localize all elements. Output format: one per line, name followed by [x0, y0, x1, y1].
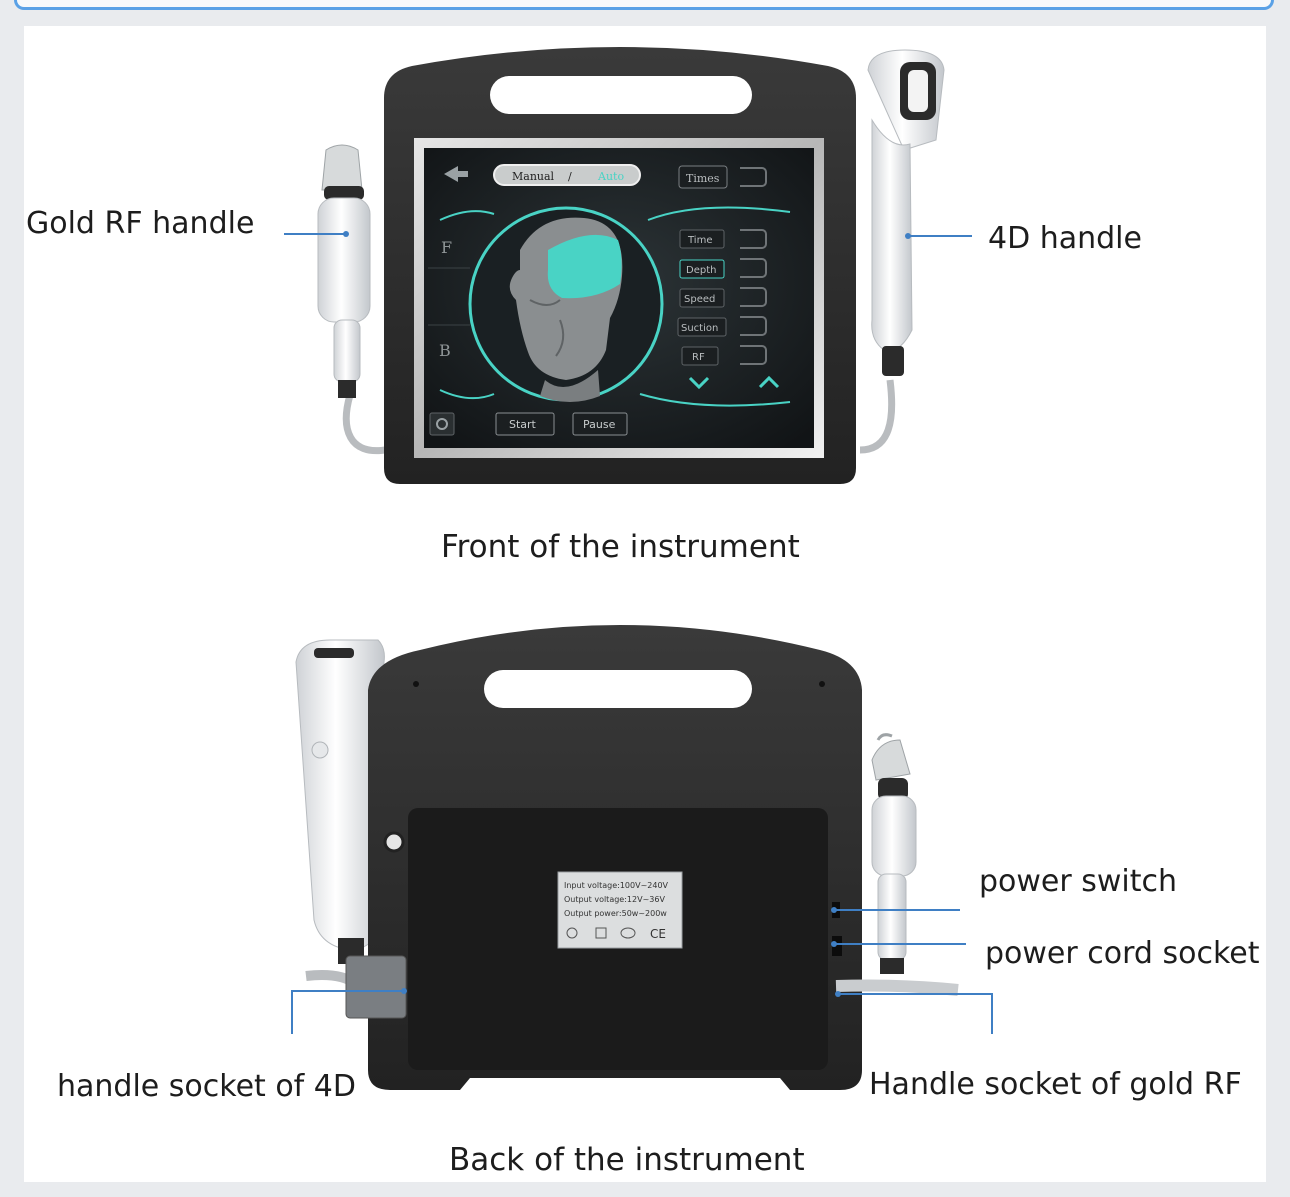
rating-plate — [557, 871, 683, 949]
4d-handle-label: 4D handle — [988, 221, 1142, 256]
param-suction-label: Suction — [681, 323, 718, 334]
gold-rf-socket-label: Handle socket of gold RF — [869, 1067, 1242, 1102]
rf-socket-callout-dot — [835, 991, 841, 997]
gold-rf-handle-label: Gold RF handle — [26, 206, 255, 241]
param-depth-label: Depth — [686, 265, 716, 276]
back-rf-handle — [871, 733, 917, 974]
4d-handle-cable — [859, 379, 896, 454]
mode-auto-label: Auto — [597, 170, 624, 183]
power-cord-socket-label: power cord socket — [985, 936, 1260, 971]
settings-button — [429, 412, 455, 436]
screen-ui: Manual / Auto Times F B — [428, 164, 791, 436]
param-time-label: Time — [687, 235, 712, 246]
rf-socket-connector — [835, 979, 959, 996]
back-knob — [383, 831, 405, 853]
gold-rf-callout-dot — [343, 231, 349, 237]
4d-socket-callout-line — [291, 990, 404, 1034]
4d-socket-connector — [345, 955, 407, 1019]
times-label: Times — [686, 172, 720, 185]
param-rf-label: RF — [692, 352, 705, 363]
arc-right-top — [647, 206, 791, 221]
start-label: Start — [509, 418, 537, 431]
chevron-up-icon — [758, 375, 780, 389]
4d-handle — [867, 49, 945, 376]
4d-socket-label: handle socket of 4D — [57, 1069, 356, 1104]
times-box — [678, 165, 728, 189]
param-box-rf — [681, 346, 719, 366]
rf-handle-cable — [342, 394, 386, 455]
4d-socket-callout-dot — [401, 988, 407, 994]
plate-output-power: Output power:50w~200w — [564, 909, 667, 918]
arc-left-bottom — [439, 389, 495, 400]
param-speed-label: Speed — [684, 294, 715, 305]
param-box-time — [679, 229, 725, 249]
power-cord-socket-part — [832, 936, 842, 956]
parameter-list: Time Depth Speed Suction RF — [677, 229, 780, 390]
plate-output-voltage: Output voltage:12V~36V — [564, 895, 665, 904]
carry-handle-slot — [490, 76, 752, 114]
back-caption: Back of the instrument — [449, 1142, 805, 1178]
rf-socket-callout-line — [838, 993, 993, 1034]
front-device: Manual / Auto Times F B — [317, 47, 945, 484]
back-arrow-icon — [444, 166, 468, 182]
pause-button — [572, 412, 628, 436]
back-device: Input voltage:100V~240V Output voltage:1… — [295, 625, 959, 1090]
plate-ce-mark: CE — [650, 927, 666, 941]
4d-callout-dot — [905, 233, 911, 239]
mode-toggle — [493, 164, 641, 186]
arc-left-top — [439, 210, 495, 221]
power-switch-label: power switch — [979, 864, 1178, 899]
gear-icon — [436, 418, 448, 430]
arc-right-bottom — [639, 393, 791, 407]
param-box-suction — [677, 317, 727, 337]
side-f-label: F — [441, 238, 452, 257]
head-illustration — [509, 217, 623, 402]
chevron-down-icon — [688, 376, 710, 390]
treatment-zone-highlight — [547, 234, 622, 299]
start-button — [495, 412, 555, 436]
top-frame-bar — [14, 0, 1274, 10]
side-b-label: B — [439, 341, 451, 360]
back-carry-handle-slot — [484, 670, 752, 708]
param-box-depth — [679, 259, 725, 279]
front-caption: Front of the instrument — [441, 529, 800, 565]
pause-label: Pause — [583, 418, 616, 431]
power-cord-callout-dot — [831, 941, 837, 947]
plate-input-voltage: Input voltage:100V~240V — [564, 881, 669, 890]
gold-rf-handle — [317, 144, 371, 398]
power-switch-callout-dot — [831, 907, 837, 913]
mode-manual-label: Manual — [512, 170, 555, 183]
times-value-box — [740, 167, 767, 187]
param-box-speed — [679, 288, 725, 308]
mode-separator: / — [568, 170, 572, 183]
